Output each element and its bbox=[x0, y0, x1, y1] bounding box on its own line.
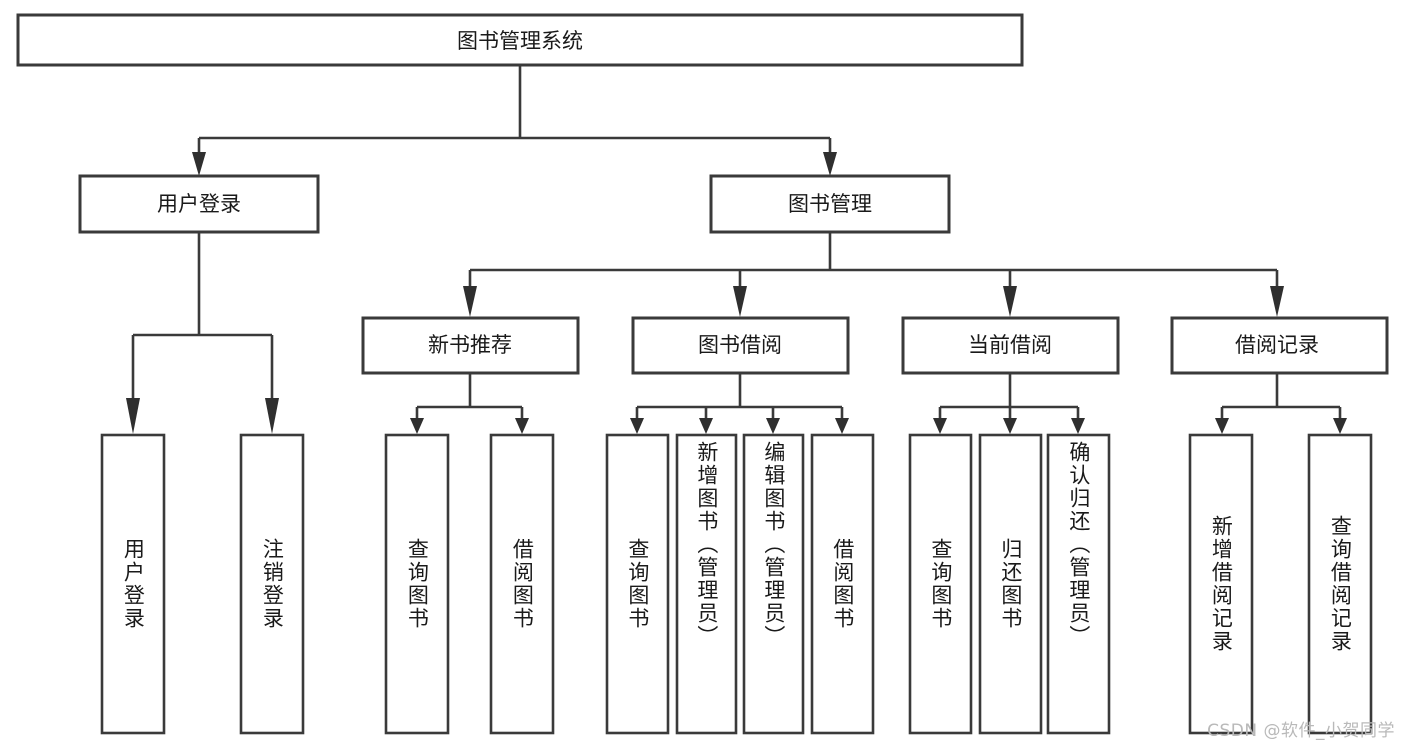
arrow-head-leaf-return-book bbox=[1003, 418, 1017, 434]
arrow-head-user-login bbox=[192, 152, 206, 176]
arrow-head-leaf-borrow-book-1 bbox=[515, 418, 529, 434]
node-leaf-logout-rect[interactable] bbox=[239, 433, 305, 735]
node-layer: 图书管理系统 用户登录 图书管理 新书推荐 图书借阅 bbox=[16, 13, 1389, 735]
node-current-borrow-rect[interactable] bbox=[901, 316, 1120, 375]
arrow-head-leaf-edit-book bbox=[766, 418, 780, 434]
node-book-borrow-rect[interactable] bbox=[631, 316, 850, 375]
node-user-login[interactable]: 用户登录 bbox=[78, 174, 320, 234]
node-leaf-query-record-rect[interactable] bbox=[1307, 433, 1373, 735]
arrow-head-leaf-query-book-2 bbox=[630, 418, 644, 434]
node-leaf-add-book-rect[interactable] bbox=[675, 433, 738, 735]
node-new-book-recommend-label: 新书推荐 bbox=[428, 333, 512, 357]
node-leaf-user-login-rect[interactable] bbox=[100, 433, 166, 735]
node-borrow-record-label: 借阅记录 bbox=[1235, 333, 1319, 357]
arrow-head-book-manage bbox=[823, 152, 837, 176]
arrow-head-current-borrow bbox=[1003, 286, 1017, 317]
node-current-borrow[interactable]: 当前借阅 bbox=[901, 316, 1120, 375]
arrow-head-borrow-record bbox=[1270, 286, 1284, 317]
node-borrow-record[interactable]: 借阅记录 bbox=[1170, 316, 1389, 375]
node-borrow-record-rect[interactable] bbox=[1170, 316, 1389, 375]
node-leaf-query-book-1-rect[interactable] bbox=[384, 433, 450, 735]
node-leaf-add-record-rect[interactable] bbox=[1188, 433, 1254, 735]
node-leaf-confirm-return-rect[interactable] bbox=[1046, 433, 1111, 735]
node-leaf-borrow-book-2-rect[interactable] bbox=[810, 433, 875, 735]
csdn-watermark: CSDN @软件_小贺同学 bbox=[1207, 721, 1395, 741]
node-root-rect[interactable] bbox=[16, 13, 1024, 67]
node-book-manage-label: 图书管理 bbox=[788, 192, 872, 216]
arrow-head-leaf-add-book bbox=[699, 418, 713, 434]
arrow-head-leaf-confirm-return bbox=[1071, 418, 1085, 434]
node-new-book-recommend-rect[interactable] bbox=[361, 316, 580, 375]
node-root[interactable]: 图书管理系统 bbox=[16, 13, 1024, 67]
node-leaf-return-book-rect[interactable] bbox=[978, 433, 1043, 735]
node-leaf-query-book-3-rect[interactable] bbox=[908, 433, 973, 735]
connector-layer bbox=[126, 65, 1347, 434]
node-leaf-borrow-book-1-rect[interactable] bbox=[489, 433, 555, 735]
node-new-book-recommend[interactable]: 新书推荐 bbox=[361, 316, 580, 375]
arrow-head-new-book-recommend bbox=[463, 286, 477, 317]
arrow-head-leaf-query-book-3 bbox=[933, 418, 947, 434]
arrow-head-leaf-logout bbox=[265, 398, 279, 434]
arrow-head-leaf-add-record bbox=[1215, 418, 1229, 434]
node-book-manage-rect[interactable] bbox=[709, 174, 951, 234]
node-book-borrow-label: 图书借阅 bbox=[698, 333, 782, 357]
arrow-head-book-borrow bbox=[733, 286, 747, 317]
node-book-manage[interactable]: 图书管理 bbox=[709, 174, 951, 234]
node-root-label: 图书管理系统 bbox=[457, 29, 583, 53]
node-user-login-label: 用户登录 bbox=[157, 192, 241, 216]
arrow-head-leaf-user-login bbox=[126, 398, 140, 434]
node-user-login-rect[interactable] bbox=[78, 174, 320, 234]
node-leaf-query-book-2-rect[interactable] bbox=[605, 433, 670, 735]
arrow-head-leaf-query-book-1 bbox=[410, 418, 424, 434]
node-book-borrow[interactable]: 图书借阅 bbox=[631, 316, 850, 375]
node-current-borrow-label: 当前借阅 bbox=[968, 333, 1052, 357]
arrow-head-leaf-query-record bbox=[1333, 418, 1347, 434]
arrow-head-leaf-borrow-book-2 bbox=[835, 418, 849, 434]
node-leaf-edit-book-rect[interactable] bbox=[742, 433, 805, 735]
